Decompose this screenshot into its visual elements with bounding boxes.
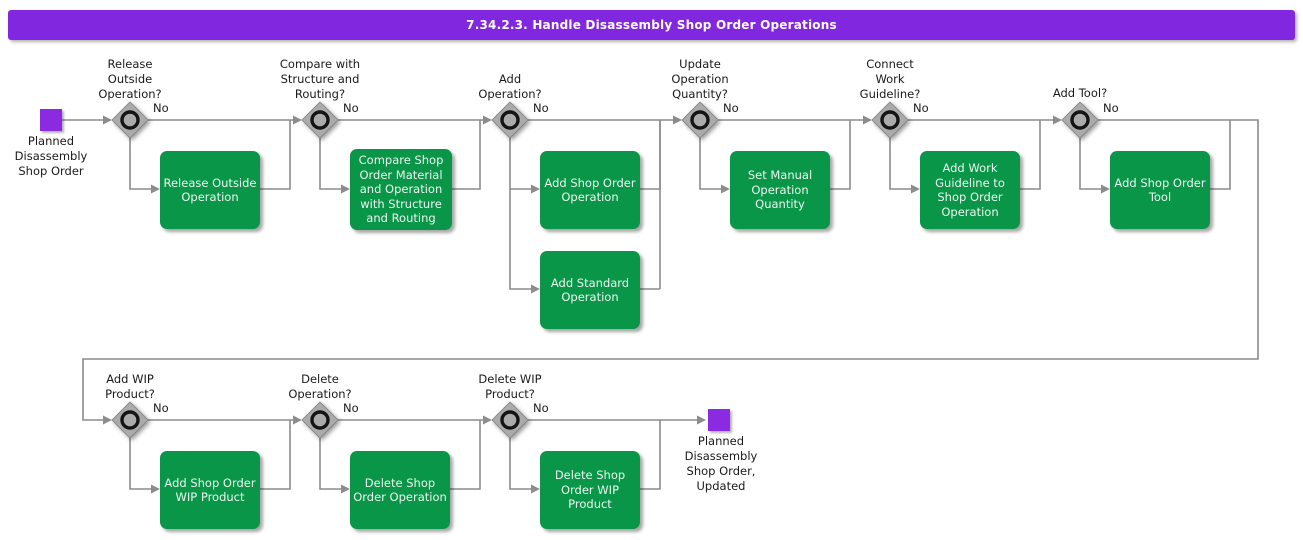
- end-event-label: Planned Disassembly Shop Order, Updated: [684, 434, 758, 493]
- decision-diamond-icon: [681, 101, 719, 139]
- activity-compare-shop-order-material-and-operation[interactable]: Compare Shop Order Material and Operatio…: [350, 149, 452, 230]
- no-branch-label: No: [1103, 101, 1119, 115]
- decision-label-delete-operation: Delete Operation?: [288, 372, 352, 401]
- decision-diamond-icon: [1061, 101, 1099, 139]
- no-branch-label: No: [533, 401, 549, 415]
- activity-delete-shop-order-operation[interactable]: Delete Shop Order Operation: [350, 451, 450, 529]
- decision-gateway-update-operation-quantity: [678, 98, 722, 142]
- decision-diamond-icon: [491, 101, 529, 139]
- page-title: 7.34.2.3. Handle Disassembly Shop Order …: [466, 18, 837, 32]
- activity-add-shop-order-tool[interactable]: Add Shop Order Tool: [1110, 151, 1210, 229]
- decision-diamond-icon: [871, 101, 909, 139]
- decision-gateway-delete-operation: [298, 398, 342, 442]
- no-branch-label: No: [153, 101, 169, 115]
- no-branch-label: No: [913, 101, 929, 115]
- decision-diamond-icon: [111, 101, 149, 139]
- no-branch-label: No: [153, 401, 169, 415]
- decision-gateway-delete-wip-product: [488, 398, 532, 442]
- no-branch-label: No: [343, 401, 359, 415]
- no-branch-label: No: [343, 101, 359, 115]
- decision-label-release-outside-operation: Release Outside Operation?: [98, 57, 162, 101]
- decision-label-delete-wip-product: Delete WIP Product?: [478, 372, 542, 401]
- decision-label-add-tool: Add Tool?: [1052, 86, 1108, 100]
- decision-diamond-icon: [301, 101, 339, 139]
- decision-label-compare-structure-routing: Compare with Structure and Routing?: [279, 57, 361, 101]
- decision-gateway-add-tool: [1058, 98, 1102, 142]
- decision-label-connect-work-guideline: Connect Work Guideline?: [859, 57, 921, 101]
- start-event-label: Planned Disassembly Shop Order: [14, 134, 88, 178]
- start-event-node: [40, 109, 62, 131]
- decision-gateway-compare-structure-routing: [298, 98, 342, 142]
- decision-diamond-icon: [491, 401, 529, 439]
- decision-diamond-icon: [301, 401, 339, 439]
- activity-set-manual-operation-quantity[interactable]: Set Manual Operation Quantity: [730, 151, 830, 229]
- activity-delete-shop-order-wip-product[interactable]: Delete Shop Order WIP Product: [540, 451, 640, 529]
- decision-gateway-release-outside-operation: [108, 98, 152, 142]
- decision-diamond-icon: [111, 401, 149, 439]
- decision-label-add-operation: Add Operation?: [478, 72, 542, 101]
- activity-add-shop-order-wip-product[interactable]: Add Shop Order WIP Product: [160, 451, 260, 529]
- decision-gateway-connect-work-guideline: [868, 98, 912, 142]
- decision-label-add-wip-product: Add WIP Product?: [105, 372, 155, 401]
- end-event-node: [708, 409, 730, 431]
- activity-add-standard-operation[interactable]: Add Standard Operation: [540, 251, 640, 329]
- diagram-title-bar: 7.34.2.3. Handle Disassembly Shop Order …: [8, 10, 1295, 40]
- decision-gateway-add-wip-product: [108, 398, 152, 442]
- no-branch-label: No: [533, 101, 549, 115]
- decision-label-update-operation-quantity: Update Operation Quantity?: [671, 57, 729, 101]
- no-branch-label: No: [723, 101, 739, 115]
- activity-release-outside-operation[interactable]: Release Outside Operation: [160, 151, 260, 229]
- activity-add-shop-order-operation[interactable]: Add Shop Order Operation: [540, 151, 640, 229]
- activity-add-work-guideline-to-shop-order-operation[interactable]: Add Work Guideline to Shop Order Operati…: [920, 151, 1020, 229]
- decision-gateway-add-operation: [488, 98, 532, 142]
